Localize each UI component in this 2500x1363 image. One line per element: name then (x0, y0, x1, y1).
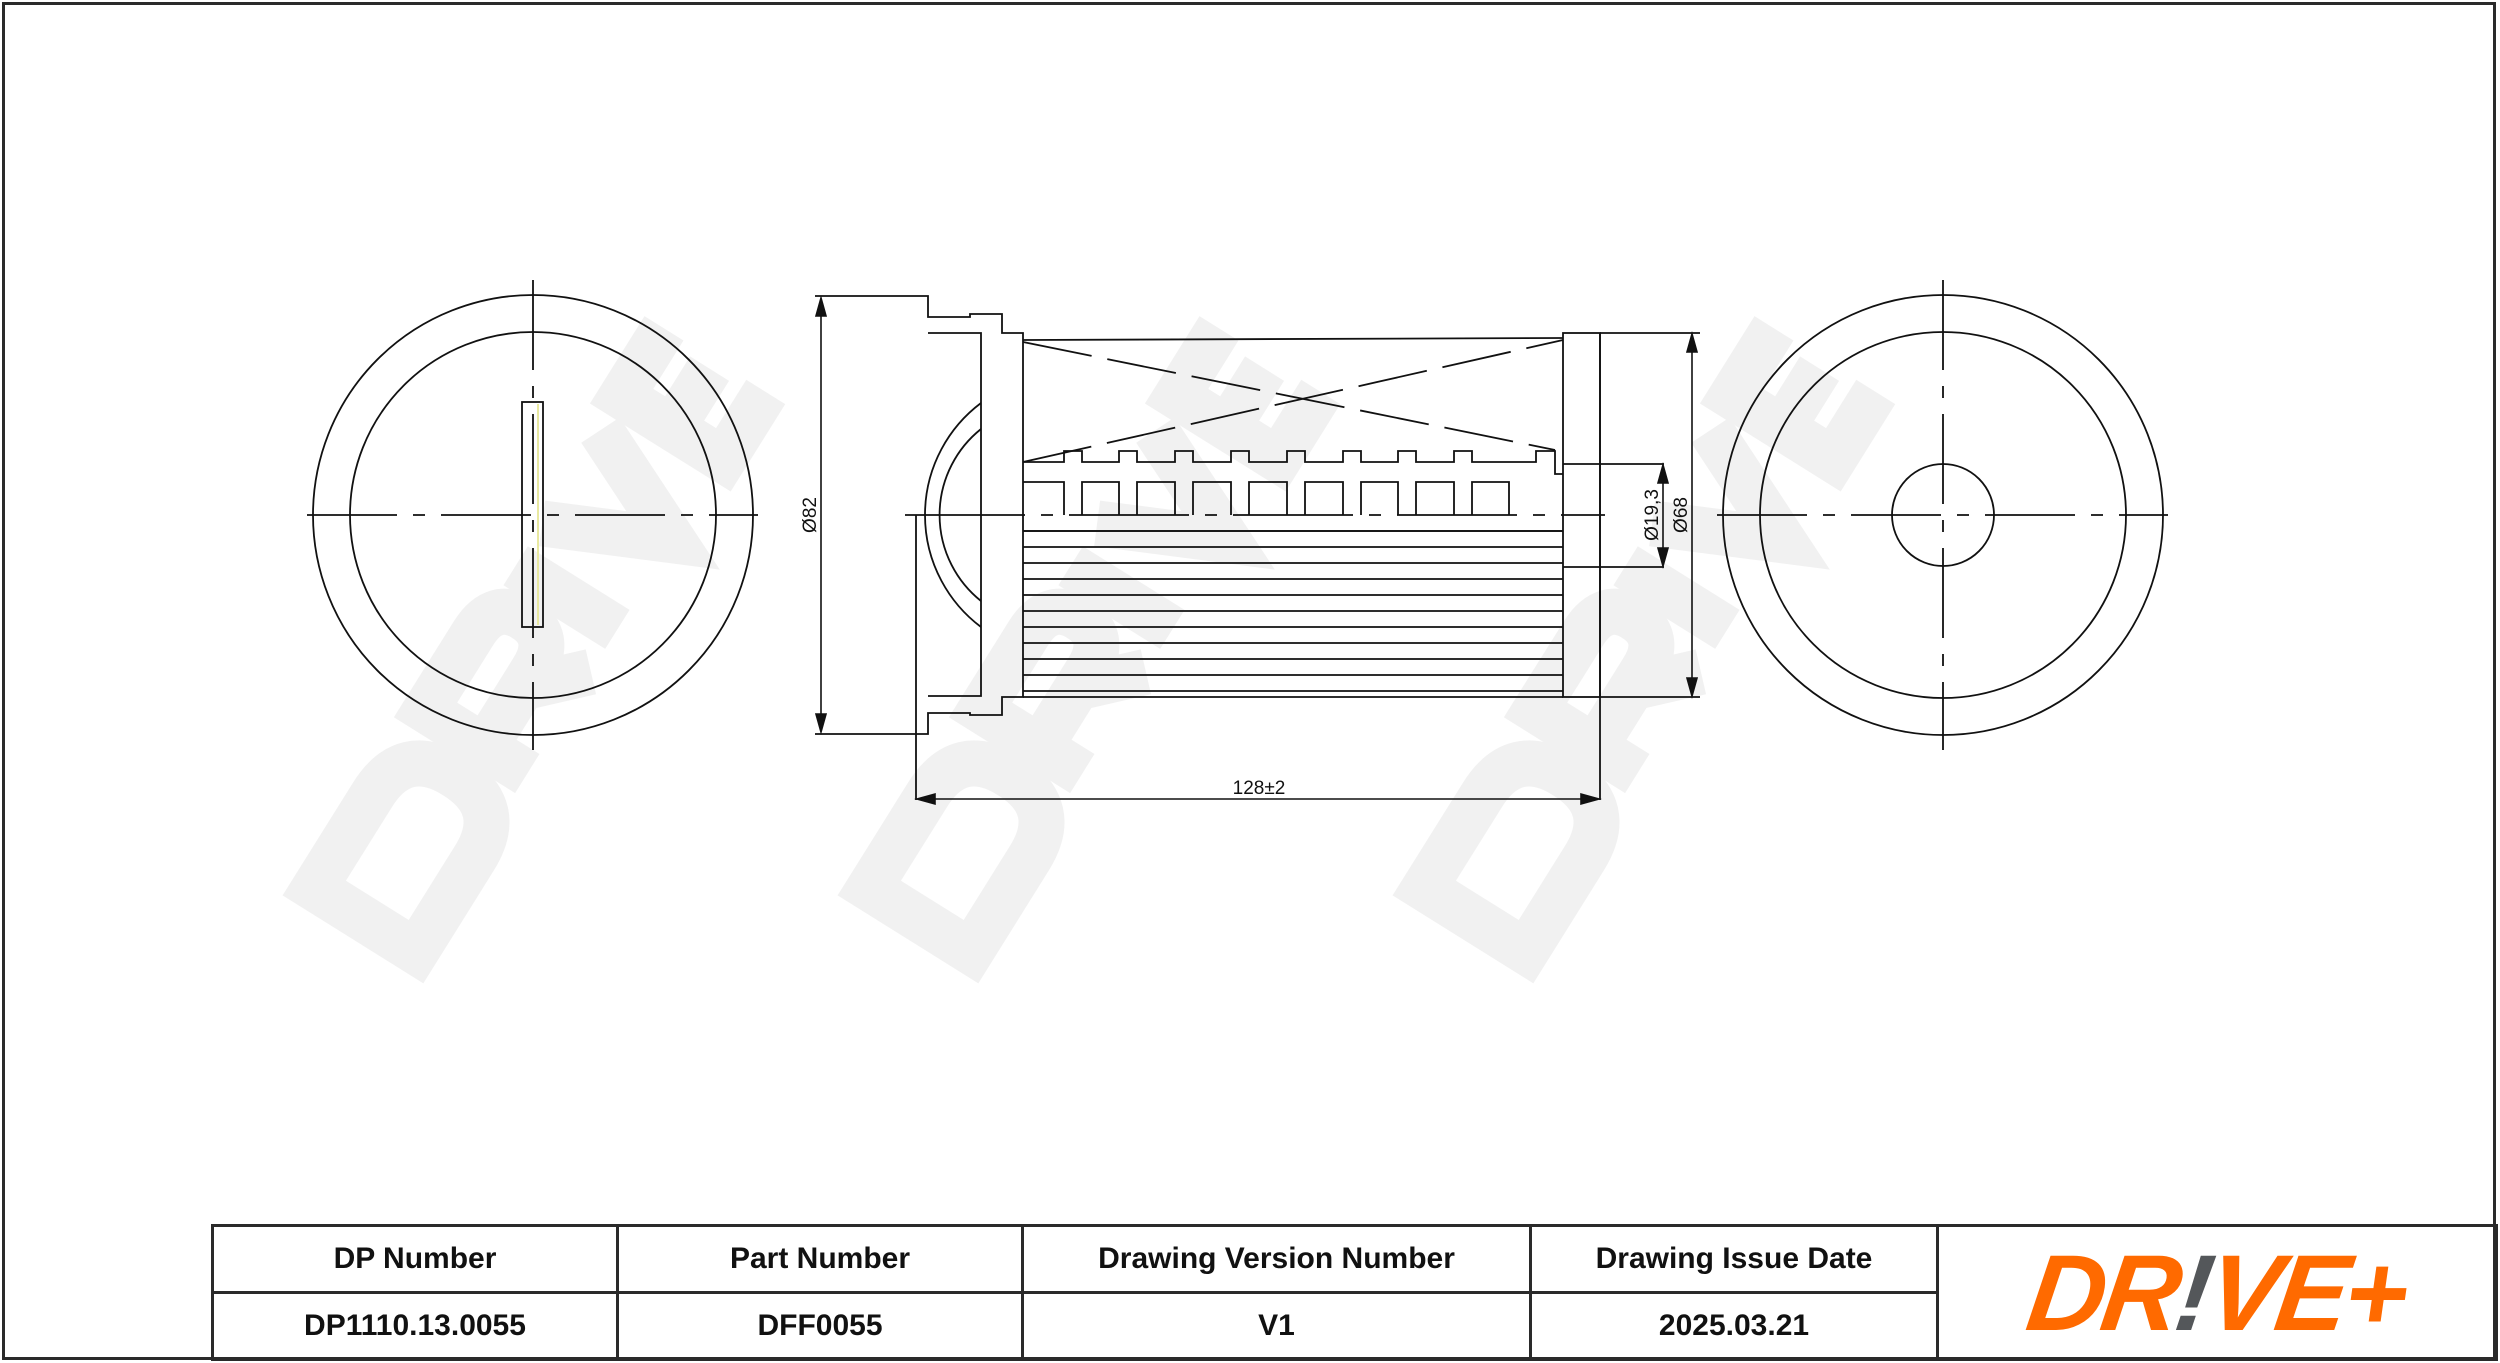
value-dp-number: DP1110.13.0055 (214, 1294, 619, 1361)
dimension-lines (814, 295, 1699, 806)
end-view-right (1717, 280, 2168, 750)
dim-body-diameter: Ø68 (1671, 497, 1692, 533)
title-block: DP Number Part Number Drawing Version Nu… (211, 1224, 2498, 1361)
logo-wordmark: DR!VE+ (2021, 1232, 2413, 1353)
brand-logo: DR!VE+ (1939, 1227, 2498, 1361)
header-drawing-version: Drawing Version Number (1024, 1227, 1532, 1294)
header-part-number: Part Number (619, 1227, 1024, 1294)
logo-dr: DR (2021, 1231, 2187, 1353)
side-view (815, 295, 1700, 800)
value-part-number: DFF0055 (619, 1294, 1024, 1361)
header-issue-date: Drawing Issue Date (1532, 1227, 1939, 1294)
dim-bore-diameter: Ø19,3 (1642, 489, 1663, 541)
logo-ve-plus: VE+ (2200, 1231, 2414, 1353)
dim-overall-length: 128±2 (1233, 778, 1286, 799)
value-issue-date: 2025.03.21 (1532, 1294, 1939, 1361)
header-dp-number: DP Number (214, 1227, 619, 1294)
value-drawing-version: V1 (1024, 1294, 1532, 1361)
dim-outer-diameter: Ø82 (800, 497, 821, 533)
title-block-grid: DP Number Part Number Drawing Version Nu… (214, 1227, 1939, 1361)
watermark-group (282, 316, 1896, 984)
end-view-left (307, 280, 758, 750)
